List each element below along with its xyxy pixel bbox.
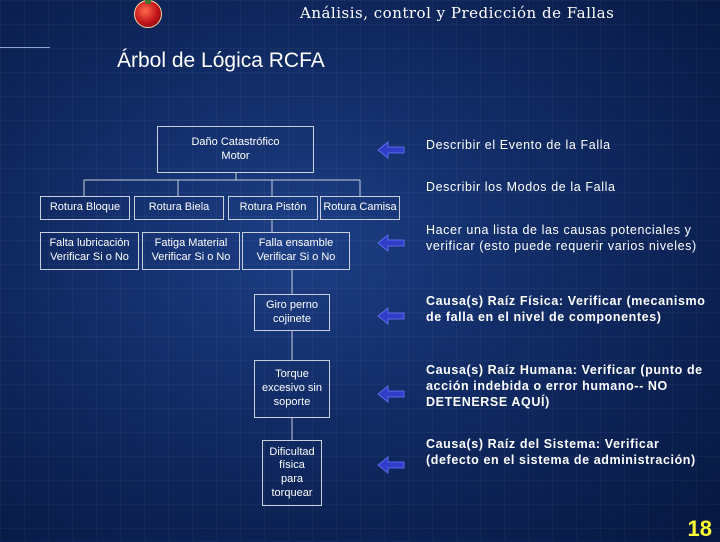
human-cause-node: Torque excesivo sin soporte bbox=[254, 360, 330, 418]
left-arrow-icon bbox=[377, 385, 405, 403]
left-arrow-icon bbox=[377, 141, 405, 159]
root-event-node: Daño Catastrófico Motor bbox=[157, 126, 314, 173]
desc-modes: Describir los Modos de la Falla bbox=[426, 180, 616, 194]
desc-physical: Causa(s) Raíz Física: Verificar (mecanis… bbox=[426, 294, 706, 324]
left-arrow-icon bbox=[377, 234, 405, 252]
desc-human: Causa(s) Raíz Humana: Verificar (punto d… bbox=[426, 363, 703, 409]
left-arrow-icon bbox=[377, 307, 405, 325]
desc-system: Causa(s) Raíz del Sistema: Verificar (de… bbox=[426, 437, 696, 467]
slide-title: Árbol de Lógica RCFA bbox=[117, 49, 325, 72]
mode-node-biela: Rotura Biela bbox=[134, 196, 224, 220]
desc-hypotheses: Hacer una lista de las causas potenciale… bbox=[426, 223, 697, 253]
apple-logo-icon bbox=[134, 0, 162, 28]
hypothesis-node-lubricacion: Falta lubricación Verificar Si o No bbox=[40, 232, 139, 270]
hypothesis-node-fatiga: Fatiga Material Verificar Si o No bbox=[142, 232, 240, 270]
mode-node-bloque: Rotura Bloque bbox=[40, 196, 130, 220]
mode-node-camisa: Rotura Camisa bbox=[320, 196, 400, 220]
hypothesis-node-ensamble: Falla ensamble Verificar Si o No bbox=[242, 232, 350, 270]
system-cause-node: Dificultad física para torquear bbox=[262, 440, 322, 506]
physical-cause-node: Giro perno cojinete bbox=[254, 294, 330, 331]
page-number: 18 bbox=[687, 516, 712, 541]
left-arrow-icon bbox=[377, 456, 405, 474]
desc-event: Describir el Evento de la Falla bbox=[426, 138, 611, 152]
course-title: Análisis, control y Predicción de Fallas bbox=[300, 4, 615, 22]
mode-node-piston: Rotura Pistón bbox=[228, 196, 318, 220]
header-divider bbox=[0, 47, 50, 48]
